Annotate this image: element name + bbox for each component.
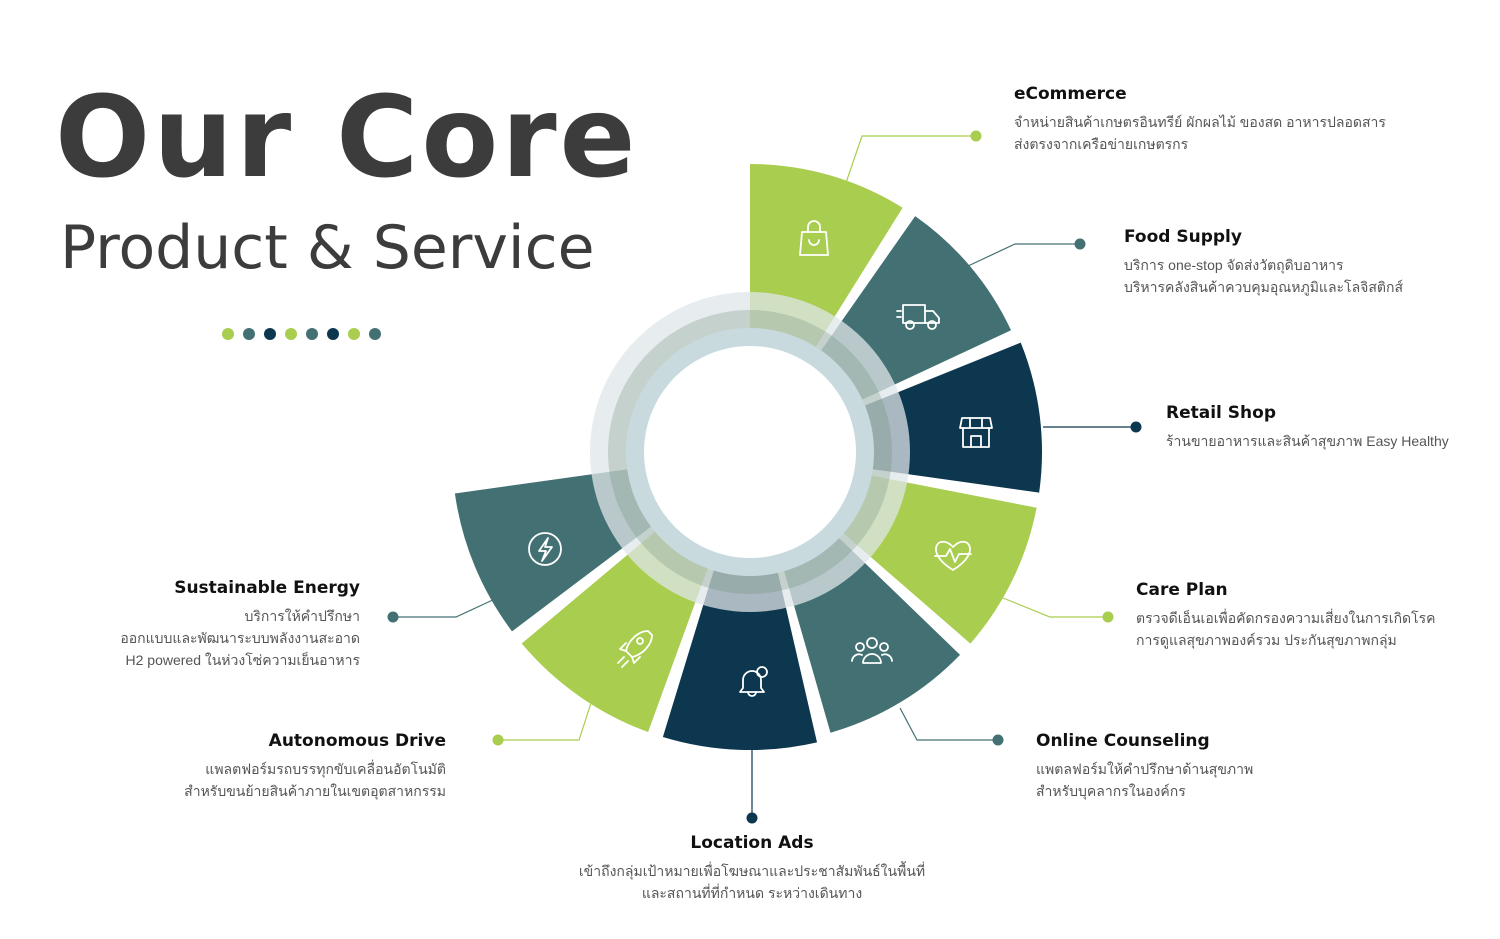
decorative-dot [264, 328, 276, 340]
connector-dot-food-supply [1074, 238, 1086, 250]
label-title: Retail Shop [1166, 403, 1276, 423]
connector-dot-autonomous-drive [492, 734, 504, 746]
label-line: แพตลฟอร์มให้คำปรึกษาด้านสุขภาพ [1036, 761, 1254, 777]
label-line: จำหน่ายสินค้าเกษตรอินทรีย์ ผักผลไม้ ของส… [1014, 114, 1386, 130]
rocket-icon [617, 630, 653, 668]
label-line: บริการ one-stop จัดส่งวัตถุดิบอาหาร [1124, 257, 1344, 273]
decorative-dot [369, 328, 381, 340]
notification-bell-icon [739, 666, 768, 697]
decorative-dot [285, 328, 297, 340]
delivery-truck-icon [896, 304, 940, 330]
connector-dot-care-plan [1102, 611, 1114, 623]
center-circle [644, 346, 856, 558]
connector-line-food-supply [967, 243, 1080, 267]
label-line: ร้านขายอาหารและสินค้าสุขภาพ Easy Healthy [1166, 433, 1449, 449]
label-online-counseling: Online Counseling แพตลฟอร์มให้คำปรึกษาด้… [1036, 731, 1253, 802]
connector-dot-ecommerce [970, 130, 982, 142]
page-title: Our Core [55, 73, 639, 203]
shopping-bag-icon [799, 220, 829, 256]
people-group-icon [851, 637, 893, 664]
label-line: ออกแบบและพัฒนาระบบพลังงานสะอาด [120, 630, 360, 646]
label-line: การดูแลสุขภาพองค์รวม ประกันสุขภาพกลุ่ม [1136, 632, 1397, 648]
page-subtitle: Product & Service [60, 213, 595, 283]
label-title: Online Counseling [1036, 731, 1210, 751]
label-title: Sustainable Energy [174, 578, 360, 598]
label-ecommerce: eCommerce จำหน่ายสินค้าเกษตรอินทรีย์ ผัก… [1014, 84, 1386, 155]
connector-dot-sustainable-energy [387, 611, 399, 623]
label-line: และสถานที่ที่กำหนด ระหว่างเดินทาง [641, 885, 863, 901]
label-line: บริการให้คำปรึกษา [244, 608, 360, 624]
label-autonomous-drive: Autonomous Drive แพลตฟอร์มรถบรรทุกขับเคล… [146, 731, 446, 802]
label-sustainable-energy: Sustainable Energy บริการให้คำปรึกษา ออก… [60, 578, 360, 671]
connector-line-autonomous-drive [498, 699, 593, 741]
label-title: Location Ads [690, 833, 814, 853]
label-title: Food Supply [1124, 227, 1242, 247]
label-title: Autonomous Drive [268, 731, 446, 751]
label-line: บริหารคลังสินค้าควบคุมอุณหภูมิและโลจิสติ… [1124, 279, 1404, 295]
decorative-dot [243, 328, 255, 340]
label-line: ตรวจดีเอ็นเอเพื่อคัดกรองความเสี่ยงในการเ… [1136, 610, 1436, 626]
label-line: แพลตฟอร์มรถบรรทุกขับเคลื่อนอัตโนมัติ [205, 761, 446, 777]
label-location-ads: Location Ads เข้าถึงกลุ่มเป้าหมายเพื่อโฆ… [552, 833, 952, 904]
label-food-supply: Food Supply บริการ one-stop จัดส่งวัตถุด… [1124, 227, 1403, 298]
connector-dot-online-counseling [992, 734, 1004, 746]
wedge-location-ads [662, 566, 818, 750]
label-line: ส่งตรงจากเครือข่ายเกษตรกร [1014, 136, 1189, 152]
label-line: สำหรับบุคลากรในองค์กร [1036, 783, 1186, 799]
decorative-dot [222, 328, 234, 340]
heart-pulse-icon [934, 541, 972, 571]
decorative-dot [348, 328, 360, 340]
connector-line-care-plan [1002, 597, 1108, 618]
connector-line-sustainable-energy [393, 597, 498, 618]
connector-dot-retail-shop [1130, 421, 1142, 433]
label-retail-shop: Retail Shop ร้านขายอาหารและสินค้าสุขภาพ … [1166, 403, 1449, 452]
label-care-plan: Care Plan ตรวจดีเอ็นเอเพื่อคัดกรองความเส… [1136, 580, 1436, 651]
decorative-dot [306, 328, 318, 340]
lightning-bolt-icon [528, 532, 562, 566]
connector-dot-location-ads [746, 812, 758, 824]
label-line: H2 powered ในห่วงโซ่ความเย็นอาหาร [125, 652, 361, 668]
decorative-dot [327, 328, 339, 340]
decorative-dot-row [222, 328, 381, 340]
storefront-icon [959, 417, 993, 448]
label-title: Care Plan [1136, 580, 1228, 600]
label-line: สำหรับขนย้ายสินค้าภายในเขตอุตสาหกรรม [184, 783, 446, 799]
label-line: เข้าถึงกลุ่มเป้าหมายเพื่อโฆษณาและประชาสั… [578, 863, 926, 879]
connector-line-online-counseling [899, 707, 998, 741]
label-title: eCommerce [1014, 84, 1127, 104]
